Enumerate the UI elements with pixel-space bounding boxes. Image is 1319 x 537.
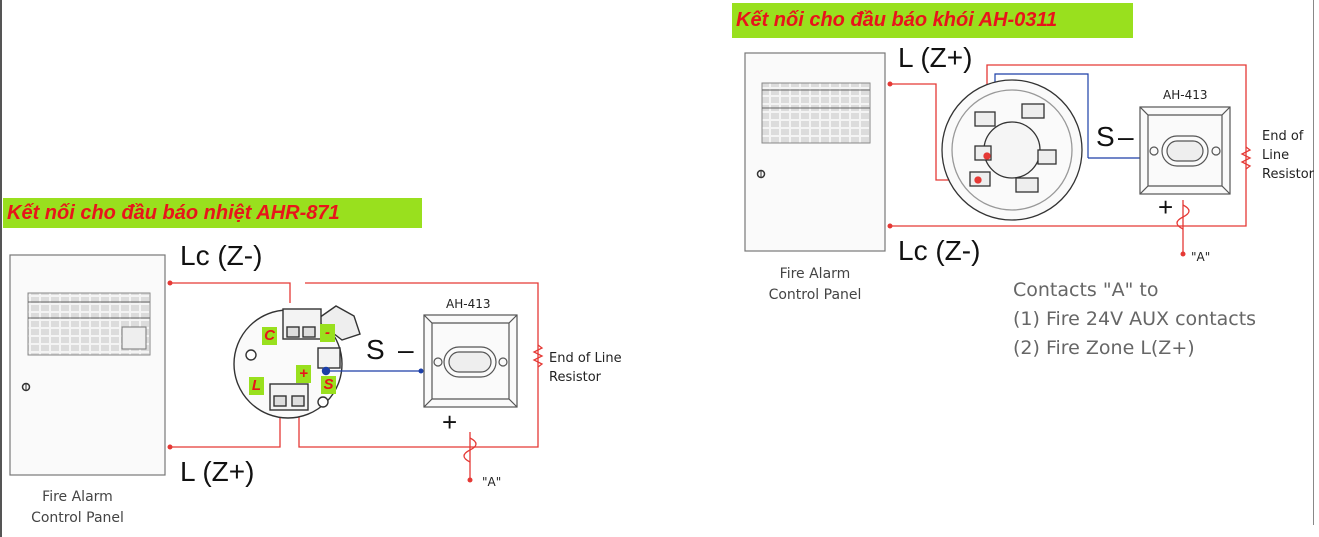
terminal-tag-l: L	[249, 377, 264, 395]
right-l-terminal-dot	[887, 81, 893, 87]
left-lc-label: Lc (Z-)	[180, 240, 263, 271]
left-a-terminal-dot	[467, 477, 473, 483]
left-resistor-label-2: Resistor	[549, 370, 601, 385]
left-frame-line	[0, 0, 2, 537]
left-lc-terminal-dot	[167, 280, 173, 286]
right-resistor-label-3: Resistor	[1262, 167, 1314, 182]
right-module-label: AH-413	[1163, 88, 1208, 102]
left-l-terminal-dot	[167, 444, 173, 450]
right-a-terminal-dot	[1180, 251, 1186, 257]
right-panel-caption-line1: Fire Alarm	[779, 266, 851, 282]
right-frame-line	[1313, 0, 1314, 525]
right-resistor-label-1: End of	[1262, 129, 1304, 144]
contacts-note-line1: Contacts "A" to	[1013, 279, 1159, 301]
contacts-note-line3: (2) Fire Zone L(Z+)	[1013, 337, 1195, 359]
right-plus-label: +	[1158, 192, 1174, 222]
right-panel-caption: Fire Alarm Control Panel	[745, 264, 885, 306]
left-minus-label: –	[398, 334, 414, 365]
contacts-note: Contacts "A" to (1) Fire 24V AUX contact…	[1013, 276, 1256, 363]
right-detector-base	[941, 79, 1083, 221]
right-panel-caption-line2: Control Panel	[768, 287, 862, 303]
left-panel-caption: Fire Alarm Control Panel	[10, 487, 145, 529]
left-panel-caption-line2: Control Panel	[31, 510, 124, 526]
left-plus-label: +	[442, 407, 458, 437]
contacts-note-line2: (1) Fire 24V AUX contacts	[1013, 308, 1257, 330]
right-lc-terminal-dot	[887, 223, 893, 229]
left-s-dot	[418, 368, 424, 374]
terminal-tag-minus: -	[320, 324, 335, 342]
left-ah413-module	[423, 314, 518, 408]
left-l-label: L (Z+)	[180, 456, 255, 487]
right-a-label: "A"	[1191, 250, 1211, 264]
left-panel-caption-line1: Fire Alarm	[42, 489, 113, 505]
left-resistor-label-1: End of Line	[549, 351, 622, 366]
left-wiring	[170, 282, 544, 480]
left-control-panel	[9, 254, 166, 476]
left-module-label: AH-413	[446, 297, 491, 311]
right-control-panel	[744, 52, 886, 252]
right-diagram-title: Kết nối cho đầu báo khói AH-0311	[732, 3, 1133, 38]
terminal-tag-c: C	[262, 327, 277, 345]
terminal-tag-plus: +	[296, 365, 311, 383]
terminal-tag-s: S	[321, 376, 336, 394]
left-s-label: S	[366, 334, 385, 365]
right-resistor-label-2: Line	[1262, 148, 1290, 163]
right-lc-label: Lc (Z-)	[898, 235, 981, 266]
left-detector-base	[233, 305, 361, 419]
right-l-label: L (Z+)	[898, 42, 973, 73]
left-diagram-title: Kết nối cho đầu báo nhiệt AHR-871	[3, 198, 422, 228]
right-ah413-module	[1139, 106, 1231, 195]
right-s-label: S	[1096, 121, 1115, 152]
left-a-label: "A"	[482, 475, 502, 489]
right-minus-label: –	[1118, 121, 1134, 152]
